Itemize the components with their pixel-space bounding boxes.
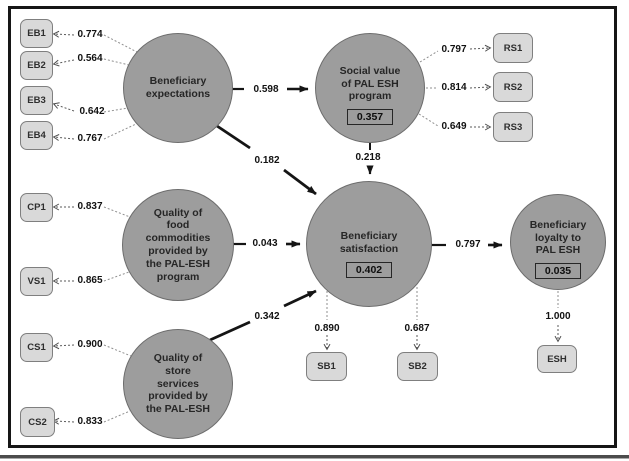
path-coef-social-satisfaction: 0.218 [355,152,381,163]
latent-beneficiary-satisfaction: Beneficiary satisfaction 0.402 [306,181,432,307]
path-coef-store-satisfaction: 0.342 [254,311,280,322]
latent-label: Beneficiary expectations [145,75,211,100]
loading-eb3: 0.642 [79,106,105,117]
indicator-cp1: CP1 [20,193,53,222]
indicator-eb4: EB4 [20,121,53,150]
r-squared-satisfaction: 0.402 [345,261,393,278]
path-coef-exp-satisfaction: 0.182 [254,155,280,166]
indicator-rs3: RS3 [493,112,533,142]
indicator-cs1: CS1 [20,333,53,362]
loading-arrowheads [52,30,562,425]
path-coef-satisfaction-loyalty: 0.797 [455,239,481,250]
r-squared-loyalty: 0.035 [534,263,582,280]
path-coef-exp-social: 0.598 [253,84,279,95]
indicator-rs2: RS2 [493,72,533,102]
loading-sb2: 0.687 [404,323,430,334]
latent-beneficiary-expectations: Beneficiary expectations [123,33,233,143]
indicator-eb2: EB2 [20,51,53,80]
indicator-eb1: EB1 [20,19,53,48]
indicator-esh: ESH [537,345,577,373]
loading-wires [103,34,559,423]
page-bottom-rule [0,455,629,459]
loading-vs1: 0.865 [77,275,103,286]
latent-label: Social value of PAL ESH program [339,64,401,103]
indicator-rs1: RS1 [493,33,533,63]
latent-beneficiary-loyalty: Beneficiary loyalty to PAL ESH 0.035 [510,194,606,290]
loading-rs3: 0.649 [441,121,467,132]
structural-arrows [209,85,503,342]
loading-eb4: 0.767 [77,133,103,144]
indicator-cs2: CS2 [20,407,55,437]
loading-cs2: 0.833 [77,416,103,427]
loading-sb1: 0.890 [314,323,340,334]
indicator-vs1: VS1 [20,267,53,296]
loading-rs1: 0.797 [441,44,467,55]
latent-label: Beneficiary satisfaction [339,230,399,255]
loading-eb1: 0.774 [77,29,103,40]
latent-food-quality: Quality of food commodities provided by … [122,189,234,301]
loading-cs1: 0.900 [77,339,103,350]
loading-eb2: 0.564 [77,53,103,64]
line-store-sat-a [209,320,251,342]
arrow-exp-to-satisfaction [283,168,317,196]
loading-rs2: 0.814 [441,82,467,93]
latent-store-quality: Quality of store services provided by th… [123,329,233,439]
r-squared-social-value: 0.357 [346,109,394,126]
latent-label: Quality of food commodities provided by … [145,206,211,283]
loading-esh: 1.000 [545,311,571,322]
arrow-store-to-satisfaction [283,289,317,308]
loading-cp1: 0.837 [77,201,103,212]
indicator-eb3: EB3 [20,86,53,115]
latent-label: Quality of store services provided by th… [146,352,210,416]
latent-social-value: Social value of PAL ESH program 0.357 [315,33,425,143]
path-coef-food-satisfaction: 0.043 [252,238,278,249]
latent-label: Beneficiary loyalty to PAL ESH [529,218,587,257]
indicator-sb2: SB2 [397,352,438,381]
indicator-sb1: SB1 [306,352,347,381]
line-exp-sat-a [216,124,251,150]
